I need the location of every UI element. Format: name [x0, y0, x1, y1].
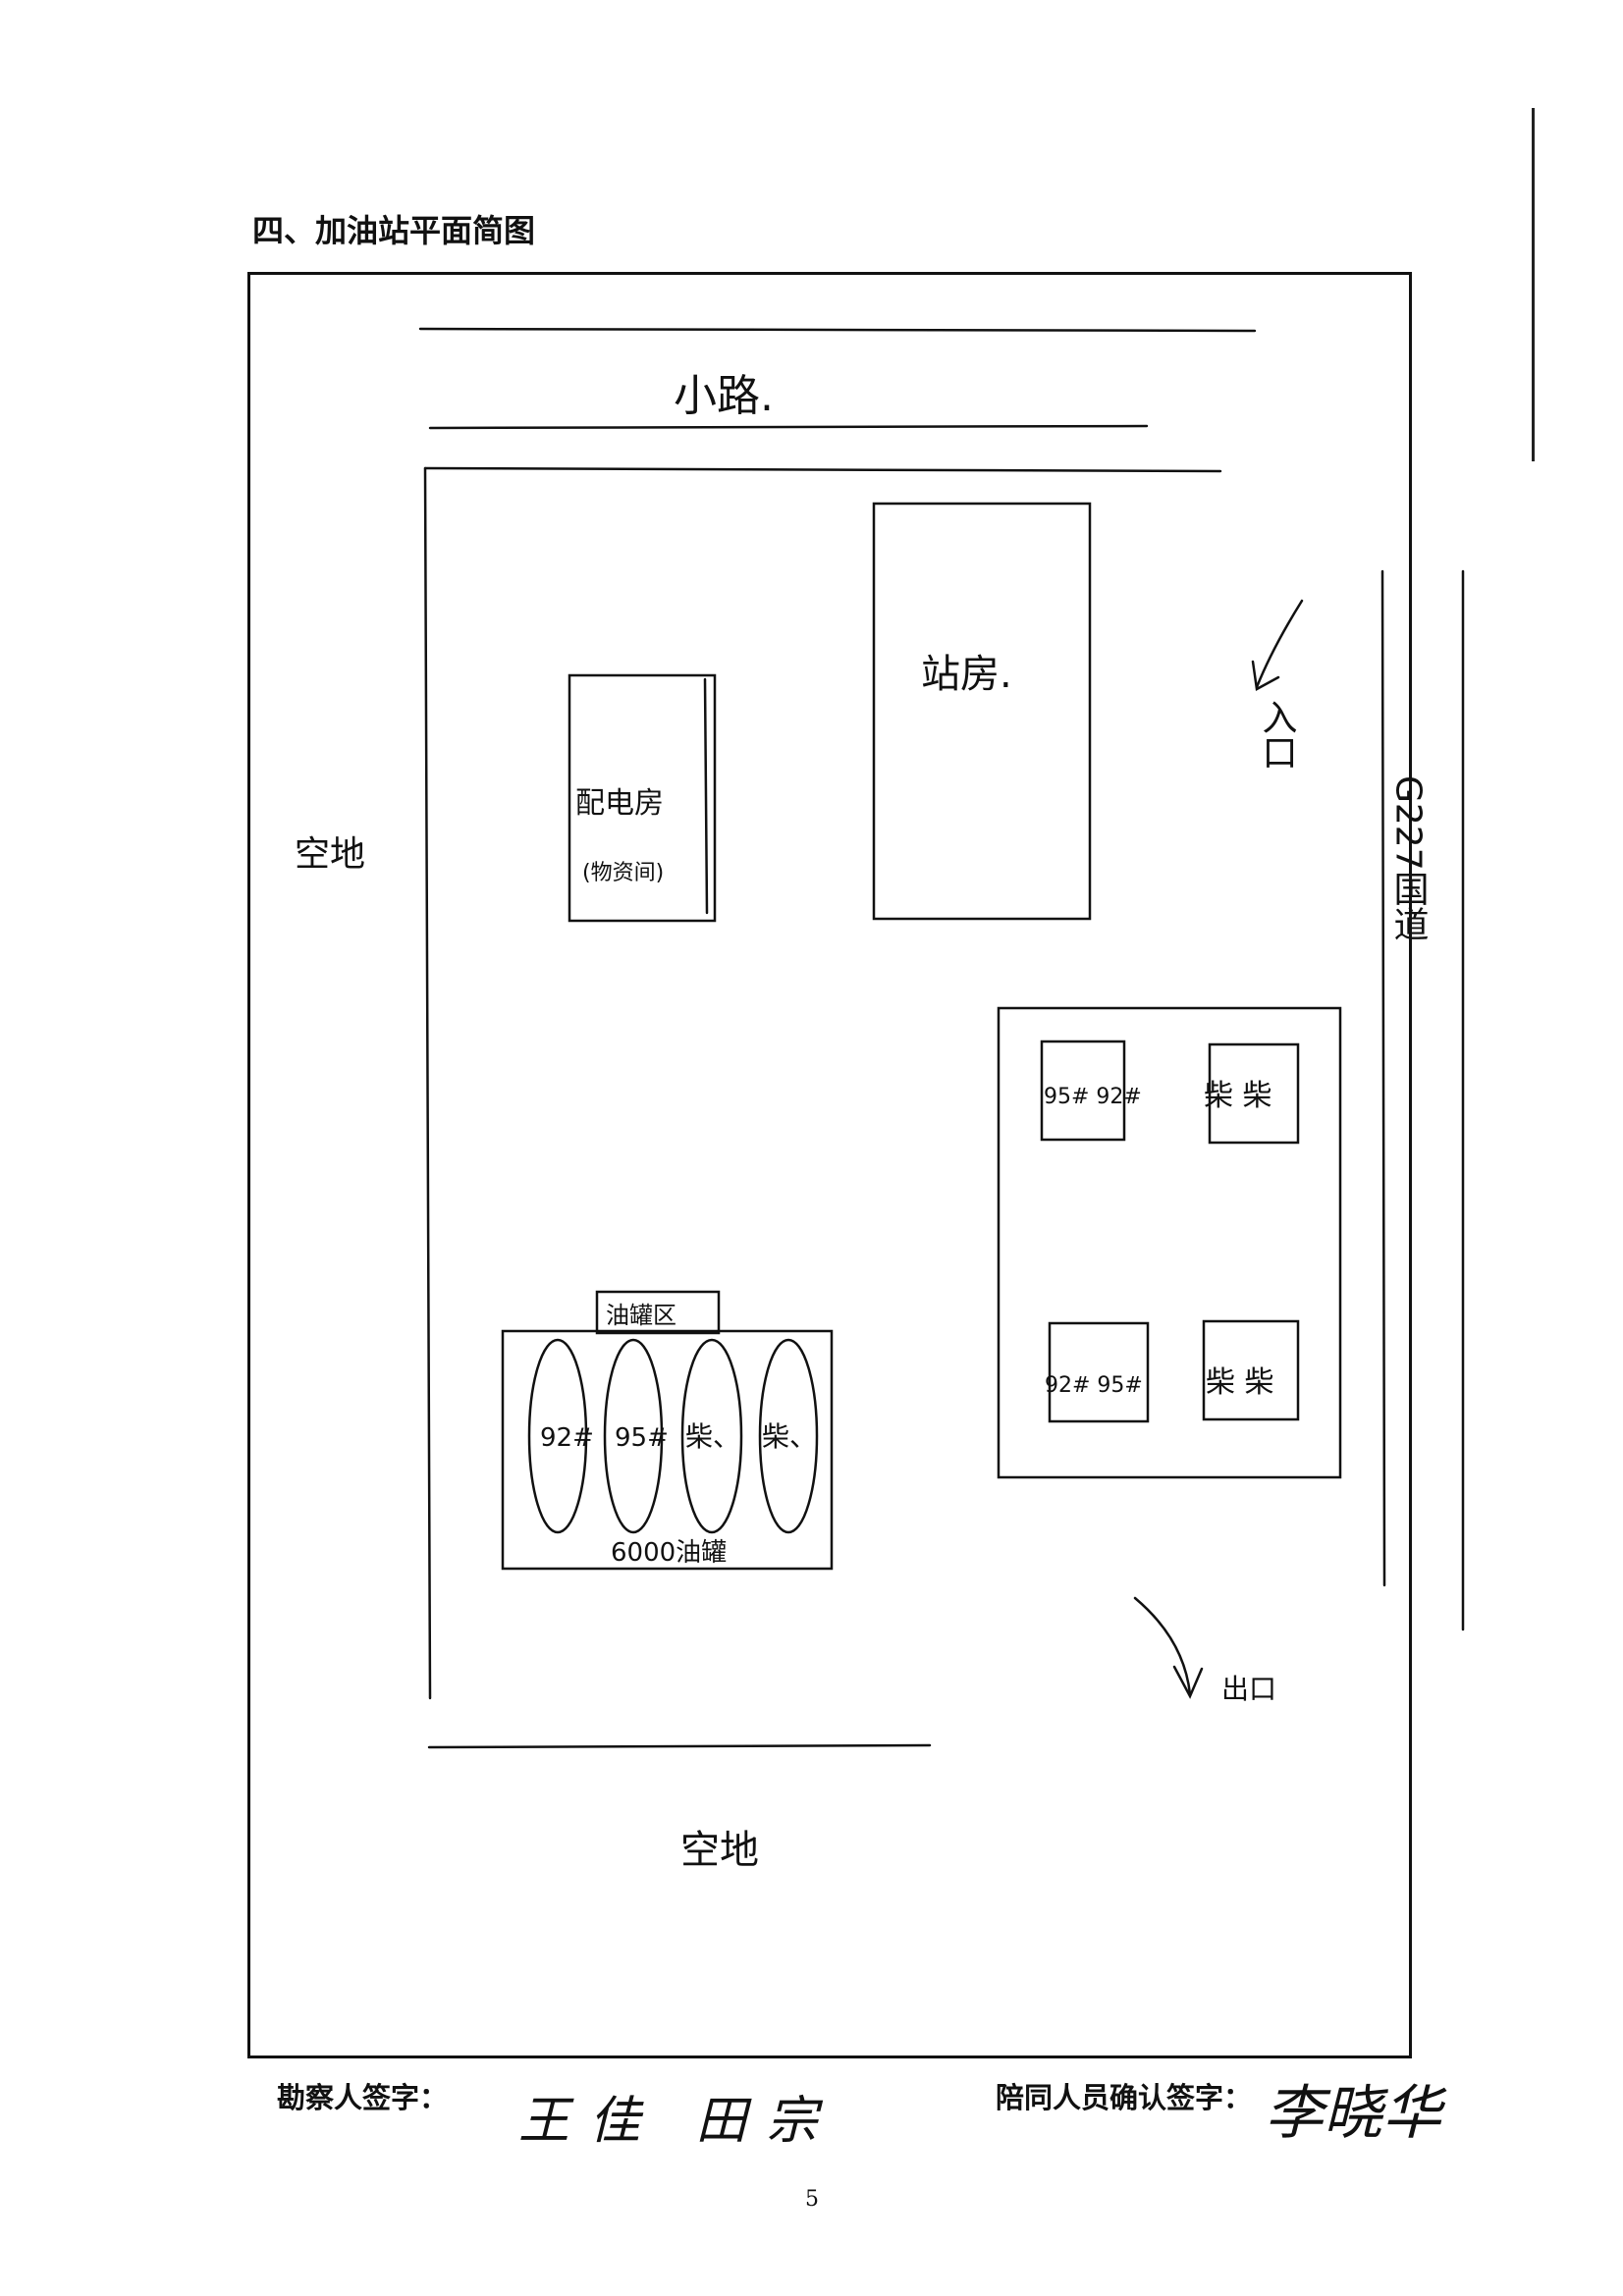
tank-ellipse-1 — [527, 1338, 588, 1534]
page-title: 四、加油站平面简图 — [252, 212, 536, 249]
dispenser-box-4 — [1202, 1319, 1300, 1421]
generator-room-inner-line — [703, 677, 709, 915]
dispenser-box-3 — [1048, 1321, 1150, 1423]
dispenser-box-1 — [1040, 1040, 1126, 1142]
road-top-label: 小路. — [674, 371, 774, 421]
dispenser-box-2 — [1208, 1042, 1300, 1145]
companion-signature-label: 陪同人员确认签字： — [996, 2081, 1253, 2114]
dispenser-label-4: 柴 柴 — [1206, 1365, 1274, 1400]
exit-arrow-shaft — [1133, 1596, 1192, 1696]
tank-area-label-box — [595, 1290, 721, 1335]
inspector-signature: 王佳 田宗 — [518, 2092, 838, 2151]
exit-label: 出口 — [1221, 1673, 1276, 1705]
tank-ellipse-3 — [680, 1338, 743, 1534]
tank-capacity-label: 6000油罐 — [611, 1538, 727, 1568]
tank-ellipse-2 — [603, 1338, 664, 1534]
tank-ellipse-4 — [758, 1338, 819, 1534]
site-left-boundary — [423, 466, 432, 1700]
generator-room-sublabel: (物资间) — [582, 861, 664, 885]
tank-area-box — [501, 1329, 834, 1571]
road-right-line-inner — [1380, 569, 1386, 1587]
dispenser-area-box — [997, 1006, 1342, 1479]
left-side-label: 空地 — [295, 834, 365, 875]
right-road-label: G227国道 — [1388, 775, 1429, 941]
tank-label-4: 柴、 — [762, 1420, 817, 1453]
tank-label-2: 95# — [615, 1423, 669, 1453]
dispenser-label-3: 92# 95# — [1045, 1373, 1143, 1398]
station-house-box — [872, 502, 1092, 921]
site-top-boundary — [423, 466, 1222, 473]
tank-area-label: 油罐区 — [606, 1302, 676, 1329]
road-top-line-upper — [418, 327, 1257, 333]
station-house-label: 站房. — [921, 652, 1012, 697]
dispenser-label-2: 柴 柴 — [1204, 1079, 1272, 1113]
bottom-side-label: 空地 — [680, 1828, 759, 1873]
tank-label-1: 92# — [540, 1423, 594, 1453]
entrance-label: 入口 — [1257, 699, 1297, 770]
exit-arrow-head — [1172, 1665, 1204, 1699]
site-bottom-boundary — [427, 1743, 932, 1749]
tank-label-3: 柴、 — [685, 1420, 740, 1453]
road-top-line-lower — [428, 424, 1149, 430]
companion-signature: 李晓华 — [1265, 2079, 1441, 2148]
page-number: 5 — [805, 2187, 819, 2212]
generator-room-box — [568, 673, 717, 923]
generator-room-label: 配电房 — [575, 786, 664, 821]
scan-edge-line — [1532, 108, 1535, 461]
entrance-arrow-head — [1251, 660, 1280, 691]
dispenser-label-1: 95# 92# — [1044, 1085, 1142, 1109]
entrance-arrow-shaft — [1255, 599, 1304, 689]
plan-frame — [247, 272, 1412, 2058]
inspector-signature-label: 勘察人签字： — [277, 2081, 449, 2114]
